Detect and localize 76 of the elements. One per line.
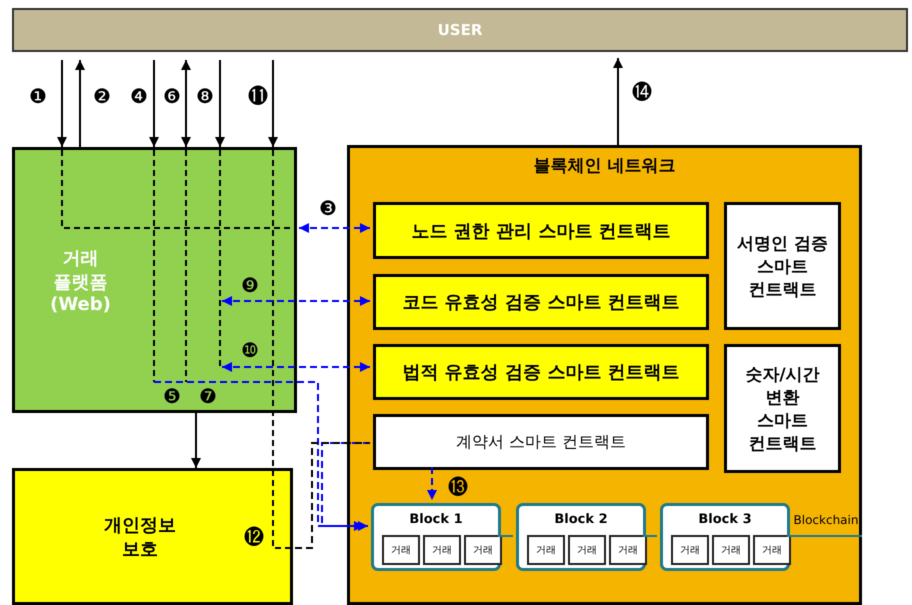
block-title: Block 1 <box>409 512 463 527</box>
arrow <box>427 467 437 500</box>
arrow <box>75 60 85 147</box>
step-number: ❼ <box>199 386 217 406</box>
contract-box <box>373 344 709 400</box>
node-label: 거래 <box>721 544 741 557</box>
transaction-box <box>712 535 750 565</box>
arrow <box>154 381 368 531</box>
contract-box <box>373 202 709 259</box>
arrow <box>613 58 623 145</box>
node-label: 거래 <box>577 544 597 557</box>
contract-box <box>724 202 841 330</box>
node-label: 서명인 검증 스마트 컨트랙트 <box>736 232 829 300</box>
node-label: 계약서 스마트 컨트랙트 <box>456 432 626 452</box>
arrow <box>149 60 159 147</box>
transaction-box <box>382 535 420 565</box>
step-number: ❽ <box>196 86 214 106</box>
step-number: ❸ <box>319 198 337 218</box>
step-number: ⓮ <box>632 82 652 102</box>
arrow <box>222 296 370 306</box>
arrow <box>222 362 370 372</box>
connector-line <box>295 442 370 549</box>
node-label: 코드 유효성 검증 스마트 컨트랙트 <box>402 291 680 314</box>
step-number: ❷ <box>93 86 111 106</box>
transaction-box <box>671 535 709 565</box>
edge-label: Blockchain <box>794 514 858 526</box>
step-number: ❶ <box>29 86 47 106</box>
arrow <box>191 413 201 468</box>
node-label: 거래 <box>618 544 638 557</box>
node-label: 노드 권한 관리 스마트 컨트랙트 <box>411 220 671 242</box>
arrow <box>181 60 191 147</box>
transaction-box <box>464 535 502 565</box>
connector-line <box>643 535 657 537</box>
network-panel <box>347 145 862 605</box>
block-box <box>371 503 501 571</box>
step-number: ❺ <box>163 386 181 406</box>
step-number: ⓭ <box>448 477 468 497</box>
connector-line <box>498 535 513 537</box>
step-number: ❿ <box>241 340 259 360</box>
arrow <box>268 60 278 147</box>
step-number: ❾ <box>241 275 259 295</box>
node-label: 숫자/시간 변환 스마트 컨트랙트 <box>744 364 821 454</box>
transaction-box <box>527 535 565 565</box>
transaction-box <box>568 535 606 565</box>
block-box <box>660 503 790 571</box>
user-bar <box>12 8 908 52</box>
node-label: 거래 <box>473 544 493 557</box>
node-label: 거래 <box>680 544 700 557</box>
transaction-box <box>753 535 791 565</box>
step-number: ❹ <box>130 86 148 106</box>
platform-box <box>12 147 297 413</box>
node-label: 개인정보 보호 <box>103 514 177 560</box>
node-label: 거래 <box>432 544 452 557</box>
node-label: 블록체인 네트워크 <box>534 155 676 177</box>
contract-box <box>724 344 841 473</box>
arrow <box>215 60 225 147</box>
transaction-box <box>609 535 647 565</box>
step-number: ⓬ <box>244 527 264 547</box>
block-title: Block 2 <box>554 512 608 527</box>
arrow <box>57 60 67 147</box>
step-number: ⓫ <box>248 86 268 106</box>
connector-line <box>787 535 862 537</box>
node-label: 거래 <box>762 544 782 557</box>
node-label: 법적 유효성 검증 스마트 컨트랙트 <box>402 361 680 384</box>
node-label: 거래 플랫폼 (Web) <box>49 246 112 314</box>
block-title: Block 3 <box>698 512 752 527</box>
arrow <box>299 223 370 233</box>
node-label: USER <box>438 21 482 39</box>
privacy-box <box>12 468 293 605</box>
node-label: 거래 <box>536 544 556 557</box>
node-label: 거래 <box>391 544 411 557</box>
transaction-box <box>423 535 461 565</box>
step-number: ❻ <box>163 86 181 106</box>
block-box <box>516 503 646 571</box>
contract-box <box>373 414 709 470</box>
contract-box <box>373 274 709 330</box>
